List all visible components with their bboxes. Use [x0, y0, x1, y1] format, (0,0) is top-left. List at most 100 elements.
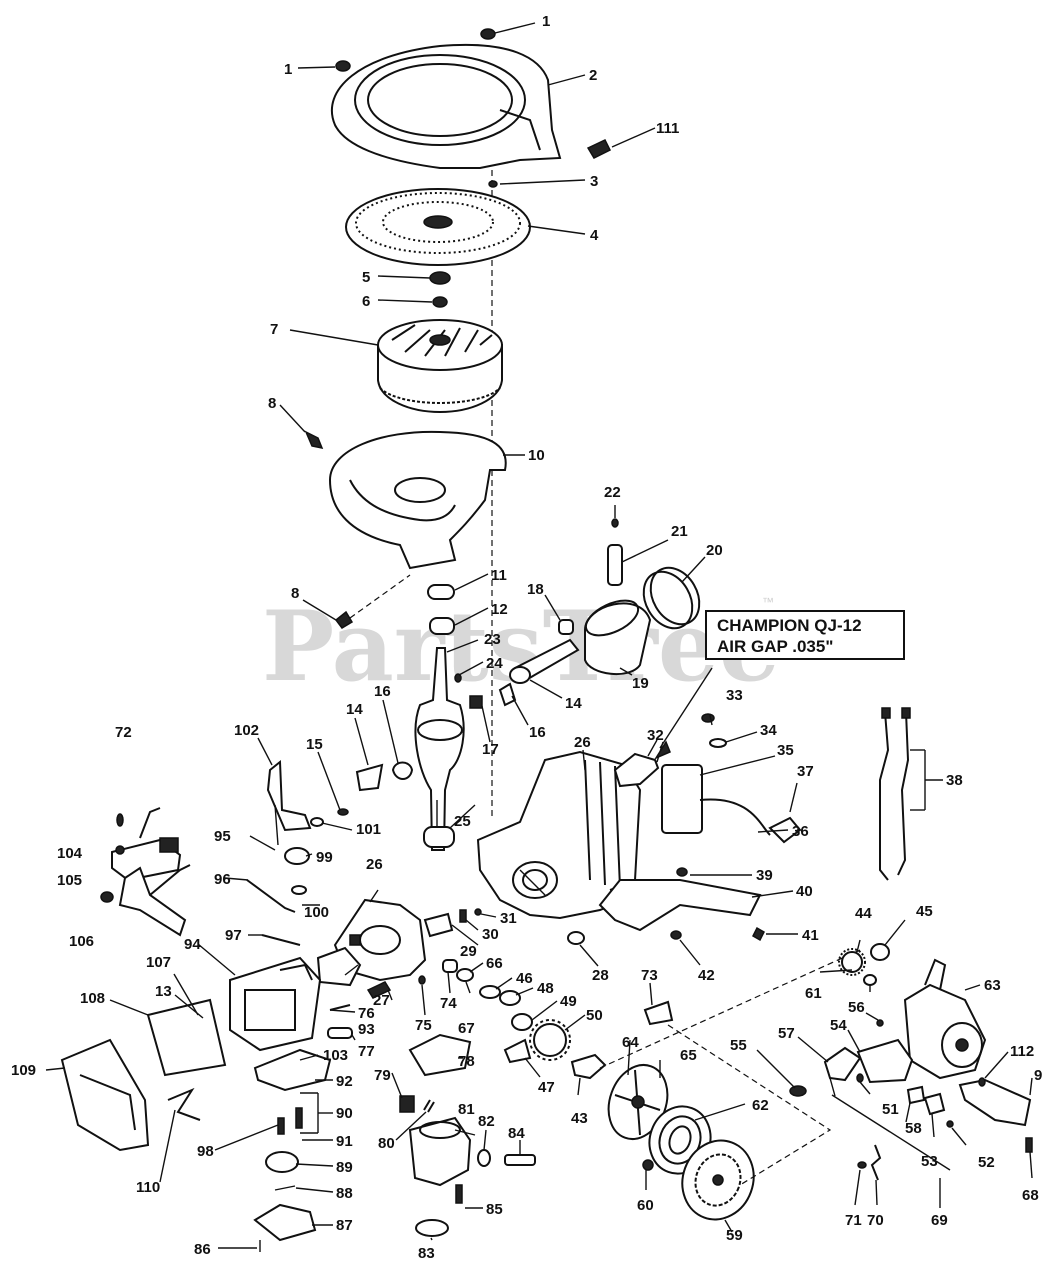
callout-line-plug: CHAMPION QJ-12 — [717, 616, 862, 635]
part-label-14: 14 — [346, 701, 363, 718]
screw-part — [366, 981, 392, 999]
piston-rings-part — [642, 566, 701, 630]
part-label-46: 46 — [516, 970, 533, 987]
air-cleaner-base-part — [229, 956, 322, 1052]
carburetor-part — [333, 898, 427, 982]
screw-part — [789, 1085, 807, 1097]
part-number-labels: 1 1 2 111 3 4 5 6 7 8 10 8 11 12 23 24 1… — [11, 13, 1042, 1262]
part-label-98: 98 — [197, 1143, 214, 1160]
part-label-39: 39 — [756, 867, 773, 884]
bearing-part — [558, 619, 574, 635]
seal-part — [429, 617, 455, 635]
part-label-36: 36 — [792, 823, 809, 840]
part-label-16: 16 — [529, 724, 546, 741]
part-label-38: 38 — [946, 772, 963, 789]
part-label-69: 69 — [931, 1212, 948, 1229]
part-label-14: 14 — [565, 695, 582, 712]
screw-part — [701, 713, 715, 723]
part-label-87: 87 — [336, 1217, 353, 1234]
part-label-104: 104 — [57, 845, 83, 862]
screw-part — [274, 804, 279, 846]
part-label-108: 108 — [80, 990, 105, 1007]
screw-part — [978, 1077, 986, 1087]
part-label-103: 103 — [323, 1047, 348, 1064]
part-label-32: 32 — [647, 727, 664, 744]
part-label-44: 44 — [855, 905, 872, 922]
part-label-91: 91 — [336, 1133, 353, 1150]
part-label-10: 10 — [528, 447, 545, 464]
lever-part — [118, 864, 191, 937]
part-label-52: 52 — [978, 1154, 995, 1171]
part-label-111: 111 — [656, 120, 679, 137]
washer-part — [310, 817, 324, 827]
callout-arrowhead — [654, 740, 671, 760]
part-label-1: 1 — [284, 61, 292, 78]
ball-part — [418, 975, 426, 985]
spark-plug-callout-box: CHAMPION QJ-12 AIR GAP .035" — [705, 610, 905, 660]
part-label-76: 76 — [358, 1005, 375, 1022]
piston-part — [584, 599, 652, 676]
brake-bracket-part — [598, 879, 762, 932]
part-label-95: 95 — [214, 828, 231, 845]
part-label-41: 41 — [802, 927, 819, 944]
part-label-4: 4 — [590, 227, 599, 244]
part-label-85: 85 — [486, 1201, 503, 1218]
screw-part — [676, 867, 688, 877]
clip-part — [586, 139, 612, 159]
part-label-80: 80 — [378, 1135, 395, 1152]
screw-part — [337, 808, 349, 816]
link-part — [246, 879, 296, 913]
part-label-81: 81 — [458, 1101, 475, 1118]
part-label-75: 75 — [415, 1017, 432, 1034]
screw-part — [488, 180, 498, 188]
bushing-part — [511, 1013, 533, 1031]
part-label-100: 100 — [304, 904, 329, 921]
part-label-2: 2 — [589, 67, 597, 84]
seal-part — [479, 985, 501, 999]
screw-part — [1025, 1137, 1033, 1153]
part-label-61: 61 — [805, 985, 822, 1002]
part-label-34: 34 — [760, 722, 777, 739]
reed-part — [327, 1027, 353, 1039]
pin-part — [329, 1004, 351, 1011]
nut-part — [870, 943, 890, 961]
part-label-9: 9 — [1034, 1067, 1042, 1084]
part-label-5: 5 — [362, 269, 370, 286]
ball-part — [474, 908, 482, 916]
screw-part — [116, 813, 124, 827]
screw-part — [100, 891, 114, 903]
part-label-19: 19 — [632, 675, 649, 692]
part-label-63: 63 — [984, 977, 1001, 994]
pin-part — [274, 1185, 296, 1191]
part-label-62: 62 — [752, 1097, 769, 1114]
flywheel-part — [377, 319, 503, 414]
bearing-part — [423, 826, 455, 848]
part-label-74: 74 — [440, 995, 457, 1012]
part-label-26: 26 — [366, 856, 383, 873]
rotating-screen-part — [345, 188, 531, 266]
part-label-68: 68 — [1022, 1187, 1039, 1204]
bearing-part — [427, 584, 455, 600]
part-label-42: 42 — [698, 967, 715, 984]
grommet-part — [284, 847, 310, 865]
part-label-93: 93 — [358, 1021, 375, 1038]
gasket-part — [408, 1033, 472, 1077]
callout-arrow — [659, 667, 713, 749]
part-label-90: 90 — [336, 1105, 353, 1122]
leader-lines — [45, 22, 1033, 1249]
fuel-pump-part — [408, 1116, 472, 1187]
part-label-31: 31 — [500, 910, 517, 927]
part-label-47: 47 — [538, 1079, 555, 1096]
washer-part — [432, 296, 448, 308]
screw-part — [857, 1161, 867, 1169]
screw-part — [876, 1019, 884, 1027]
pulley-part — [607, 1064, 669, 1140]
part-label-102: 102 — [234, 722, 259, 739]
part-label-43: 43 — [571, 1110, 588, 1127]
part-label-54: 54 — [830, 1017, 847, 1034]
pin-part — [459, 909, 467, 923]
part-label-28: 28 — [592, 967, 609, 984]
part-label-50: 50 — [586, 1007, 603, 1024]
screw-axis — [349, 574, 411, 619]
part-label-64: 64 — [622, 1034, 639, 1051]
